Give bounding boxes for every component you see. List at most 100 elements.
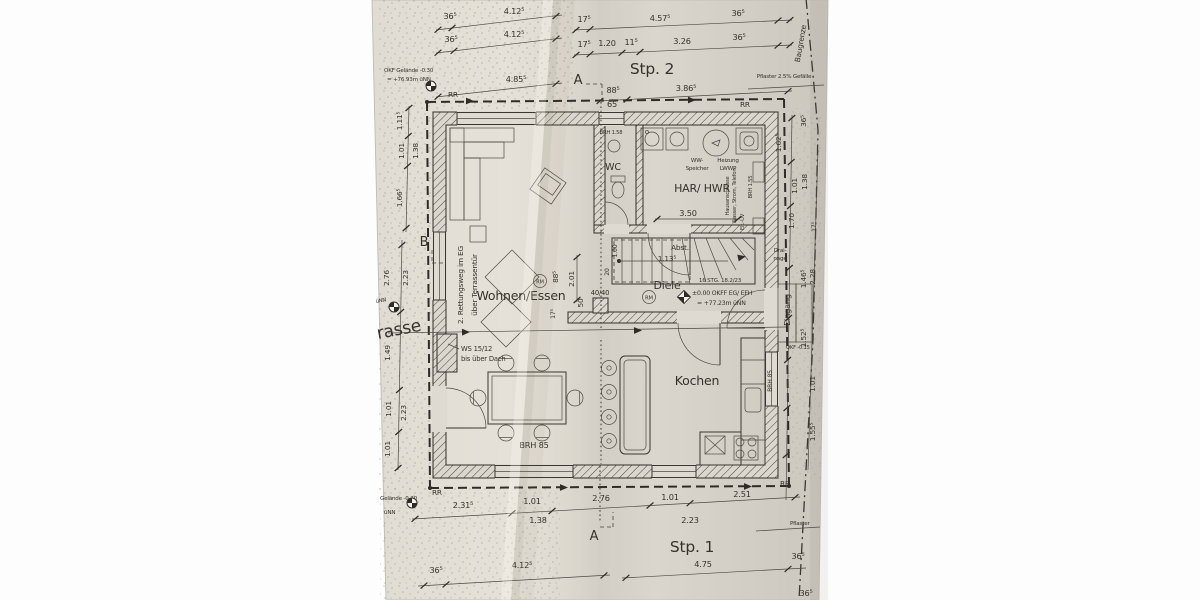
wall-wc-hwr xyxy=(635,124,644,226)
dim-label: 1.01 xyxy=(808,376,817,392)
dim-label: 1.66⁵ xyxy=(395,189,404,208)
okf-eingang-label: OKF -0.15 xyxy=(786,345,810,351)
hwr-width: 3.50 xyxy=(679,208,696,218)
section-a-marker: A xyxy=(590,529,599,544)
stair-count: 16 STG. 18.2/23 xyxy=(699,278,742,284)
dim-label: 1.11⁵ xyxy=(395,112,404,131)
uenn-label: üNN xyxy=(384,510,395,516)
dim-label: 17⁵ xyxy=(577,14,590,24)
rettungsweg-label: 2. Rettungsweg im EG xyxy=(456,245,465,324)
brh-hwr: BRH 1.55 xyxy=(748,176,754,199)
ww-speicher-label: WW- xyxy=(691,158,703,164)
stair-dim: 1.00 xyxy=(612,244,619,257)
survey-point-icon xyxy=(388,301,400,313)
gelaende-label: Gelände -0.30 xyxy=(380,496,418,502)
rr-label: RR xyxy=(740,100,750,109)
okff-label: ±0.00 OKFF EG/ EFH xyxy=(692,290,753,297)
dim-label: 1.01 xyxy=(661,492,678,502)
rm-label: RM xyxy=(536,280,544,286)
room-label-wohnen-essen: Wohnen/Essen xyxy=(476,288,565,303)
opening-dim: 17⁵ xyxy=(550,308,557,318)
toilet xyxy=(611,181,625,199)
dim-label: 2.51 xyxy=(733,489,750,499)
okff-nn-label: = +77.23m üNN xyxy=(697,300,746,307)
room-labels: Wohnen/Essen WC HAR/ HWR Diele Kochen Ab… xyxy=(476,162,730,388)
dim-label: 4.85⁵ xyxy=(506,74,527,84)
dimension-chain-right: 36⁵ 1.62⁵ 1.01 1.38 1.70 17⁵ 1.46⁵ 2.28 … xyxy=(773,114,819,501)
rr-label: RR xyxy=(448,90,458,99)
dim-label: 1.20 xyxy=(598,38,615,48)
section-a-marker: A xyxy=(574,73,583,88)
brh-essen: BRH 85 xyxy=(519,440,548,450)
dim-label: 1.38 xyxy=(411,143,420,159)
corner-cabinet xyxy=(704,435,726,455)
dim-label: 1.70 xyxy=(787,213,796,229)
dim-label: 36⁵ xyxy=(799,588,812,598)
section-b-marker: B xyxy=(420,235,429,250)
terrain-stipple xyxy=(378,0,822,600)
paper-fold xyxy=(501,0,828,600)
uenn-label: üNN xyxy=(375,297,387,305)
hausanschluesse-label2: Wasser, Strom, Telefon xyxy=(732,169,738,224)
sink xyxy=(744,387,762,413)
dim-label: 4.12⁵ xyxy=(504,29,525,39)
room-label-har-hwr: HAR/ HWR xyxy=(674,182,730,195)
pflaster-label: Pflaster 2.5% Gefälle xyxy=(757,74,812,80)
dim-label: 2.23 xyxy=(681,515,698,525)
room-label-kochen: Kochen xyxy=(675,373,719,388)
column-label: 40/40 xyxy=(591,289,610,297)
opening-dim: 50 xyxy=(576,298,585,308)
dim-label: 2.23 xyxy=(401,270,410,286)
living-furniture xyxy=(449,127,567,348)
staircase xyxy=(611,237,756,285)
heizung-label: Heizung xyxy=(717,158,739,164)
abstell-width: 1.13⁵ xyxy=(658,254,677,263)
dim-label: 1.38 xyxy=(529,515,546,525)
heizung-label2: LWWP xyxy=(720,166,737,172)
rr-label: RR xyxy=(432,488,442,497)
smoke-detector: RM xyxy=(533,274,547,288)
dim-label: 2.31⁵ xyxy=(453,500,474,510)
stove xyxy=(733,435,759,461)
smoke-detector: RM xyxy=(642,290,656,304)
plan-annotations: 1.13⁵ 3.50 16 STG. 18.2/23 BRH 1.58 BRH … xyxy=(447,130,774,450)
ws-label: WS 15/12 xyxy=(461,345,492,353)
dim-label: 1.01 xyxy=(397,143,406,159)
section-line-a xyxy=(586,83,614,528)
dim-label: 1.46⁵ xyxy=(799,270,808,289)
section-line-b xyxy=(387,250,787,336)
rm-label: RM xyxy=(645,296,653,302)
dim-label: 1.62⁵ xyxy=(774,134,783,153)
dim-label: 2.23 xyxy=(399,405,408,421)
rug-diamond xyxy=(480,296,532,348)
survey-note-top: OKF Gelände -0.30 = +76.93m üNN RR xyxy=(384,68,458,99)
dim-label: 65 xyxy=(607,99,617,109)
dim-label: 11⁵ xyxy=(624,37,637,47)
stair-dim: 20 xyxy=(604,268,611,276)
dim-label: 3.86⁵ xyxy=(676,83,697,93)
rug-diamond xyxy=(484,249,540,305)
doors xyxy=(432,201,779,432)
dim-label: 17⁵ xyxy=(811,221,818,231)
dim-label: 2.76 xyxy=(592,493,609,503)
chimney-ws xyxy=(436,333,458,373)
ww-speicher-label2: Speicher xyxy=(686,166,710,172)
hwr-appliances xyxy=(640,127,765,235)
dim-label: 1.01 xyxy=(383,441,392,457)
dim-label: 36⁵ xyxy=(799,115,808,127)
dim-label: 1.55⁵ xyxy=(808,423,817,442)
dim-label: 36⁵ xyxy=(732,32,745,42)
dim-label: 36⁵ xyxy=(731,8,744,18)
room-label-wc: WC xyxy=(605,162,621,173)
wall-living-wc xyxy=(593,124,606,234)
dim-label: 36⁵ xyxy=(443,11,456,21)
brh-wc: BRH 1.58 xyxy=(600,130,623,136)
dim-label: 4.57⁵ xyxy=(650,13,671,23)
eingang-label: Eingang xyxy=(782,294,792,326)
dim-label: 36⁵ xyxy=(429,565,442,575)
dim-label: 36⁵ xyxy=(791,551,804,561)
hausanschluesse-label: Hausanschlüsse xyxy=(725,177,731,216)
stellplatz2-label: Stp. 2 xyxy=(630,60,674,78)
